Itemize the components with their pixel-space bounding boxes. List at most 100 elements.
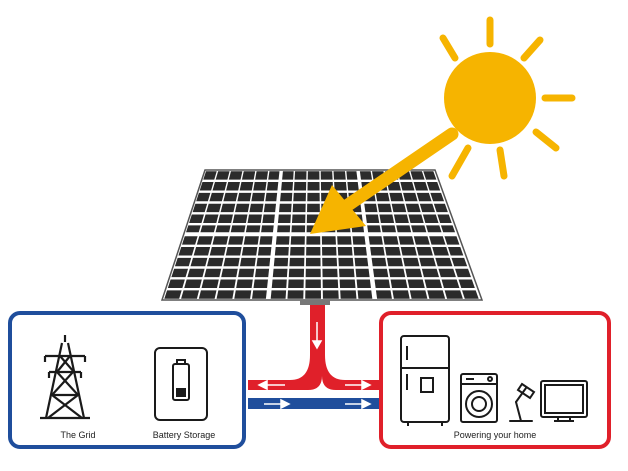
- solar-cell: [280, 192, 293, 202]
- solar-cell: [181, 290, 200, 299]
- solar-cell: [430, 192, 445, 202]
- solar-cell: [288, 279, 304, 288]
- solar-cell: [384, 247, 401, 256]
- solar-cell: [216, 290, 234, 299]
- solar-cell: [184, 279, 202, 288]
- solar-cell: [353, 247, 367, 256]
- solar-cell: [392, 290, 410, 299]
- solar-cell: [386, 257, 403, 267]
- solar-cell: [370, 247, 385, 256]
- sun-icon: [439, 16, 576, 180]
- solar-cell: [200, 225, 216, 233]
- solar-cell: [429, 236, 446, 245]
- solar-cell: [388, 268, 406, 278]
- solar-cell: [364, 203, 378, 213]
- solar-cell: [322, 268, 338, 278]
- solar-cell: [209, 247, 226, 256]
- solar-cell: [217, 214, 233, 223]
- solar-cell: [426, 182, 441, 191]
- solar-cell: [322, 279, 339, 288]
- tv-icon: [540, 380, 588, 422]
- solar-cell: [403, 257, 420, 267]
- solar-cell: [277, 214, 291, 223]
- sunlight-arrow: [310, 127, 459, 234]
- solar-cell: [396, 225, 412, 233]
- solar-cell: [288, 268, 305, 278]
- solar-cell: [223, 192, 238, 202]
- solar-cell: [268, 171, 280, 180]
- solar-cell: [447, 247, 464, 256]
- solar-cell: [379, 214, 395, 223]
- solar-cell: [239, 182, 254, 191]
- solar-cell: [196, 192, 211, 202]
- solar-cell: [272, 268, 288, 278]
- solar-cell: [209, 192, 225, 202]
- solar-cell: [275, 236, 290, 245]
- solar-cell: [293, 192, 306, 202]
- solar-cell: [413, 182, 429, 191]
- solar-cell: [422, 214, 439, 223]
- solar-cell: [230, 225, 246, 233]
- solar-cell: [405, 268, 423, 278]
- solar-cell: [247, 214, 262, 223]
- solar-cell: [437, 214, 452, 223]
- solar-cell: [187, 268, 205, 278]
- solar-cell: [290, 236, 305, 245]
- washing-machine-icon: [460, 373, 498, 423]
- solar-cell: [440, 225, 456, 233]
- solar-cell: [352, 236, 366, 245]
- solar-cell: [413, 236, 430, 245]
- solar-cell: [347, 182, 359, 191]
- solar-cell: [243, 236, 259, 245]
- solar-cell: [307, 203, 320, 213]
- solar-cell: [226, 182, 241, 191]
- solar-cell: [305, 268, 321, 278]
- solar-cell: [287, 290, 304, 299]
- solar-cell: [238, 268, 255, 278]
- solar-cell: [215, 225, 231, 233]
- solar-cell: [307, 182, 320, 191]
- solar-cell: [236, 279, 253, 288]
- solar-cell: [193, 247, 211, 256]
- solar-cell: [228, 171, 243, 180]
- solar-cell: [355, 268, 370, 278]
- solar-cell: [423, 171, 437, 180]
- solar-cell: [271, 279, 287, 288]
- solar-cell: [270, 290, 287, 299]
- solar-cell: [198, 290, 217, 299]
- solar-cell: [387, 182, 401, 191]
- solar-cell: [365, 214, 380, 223]
- solar-cell: [432, 247, 449, 256]
- solar-cell: [282, 171, 294, 180]
- solar-cell: [338, 268, 355, 278]
- solar-cell: [458, 279, 475, 288]
- solar-cell: [381, 225, 397, 233]
- solar-cell: [241, 171, 256, 180]
- solar-cell: [455, 268, 471, 278]
- solar-cell: [174, 257, 192, 267]
- solar-cell: [190, 257, 208, 267]
- solar-cell: [291, 214, 306, 223]
- solar-cell: [416, 247, 433, 256]
- solar-cell: [196, 236, 213, 245]
- solar-cell: [212, 182, 227, 191]
- solar-cell: [426, 225, 442, 233]
- solar-cell: [203, 214, 219, 223]
- grid-storage-box: [8, 311, 246, 449]
- solar-cell: [178, 247, 195, 256]
- solar-cell: [356, 279, 371, 288]
- solar-cell: [375, 290, 392, 299]
- grid-label: The Grid: [60, 430, 95, 440]
- solar-cell: [403, 192, 418, 202]
- solar-cell: [234, 290, 252, 299]
- solar-cell: [334, 182, 347, 191]
- solar-cell: [424, 279, 443, 288]
- solar-cell: [409, 290, 428, 299]
- solar-cell: [215, 171, 230, 180]
- solar-cell: [206, 203, 222, 213]
- solar-cell: [212, 236, 229, 245]
- solar-cell: [294, 171, 307, 180]
- solar-cell: [228, 236, 244, 245]
- solar-cell: [322, 257, 338, 267]
- solar-cell: [220, 203, 236, 213]
